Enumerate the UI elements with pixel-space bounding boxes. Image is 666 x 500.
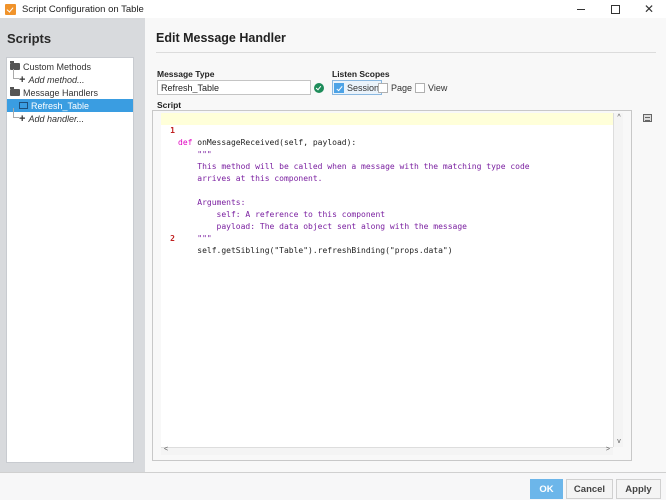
folder-icon (10, 61, 20, 70)
code-line (161, 161, 613, 173)
tree-handler-refresh-table[interactable]: Refresh_Table (7, 99, 133, 112)
code-line: """ (161, 125, 613, 159)
sidebar-title: Scripts (7, 31, 52, 46)
horizontal-scrollbar[interactable]: < > (161, 446, 613, 455)
script-label: Script (157, 100, 182, 110)
vertical-scrollbar[interactable]: ^ v (613, 113, 623, 447)
code-text: onMessageReceived(self, payload): (192, 138, 357, 147)
scroll-down-icon[interactable]: v (617, 438, 621, 445)
close-button[interactable]: ✕ (643, 2, 655, 16)
message-icon (19, 102, 28, 109)
app-icon (5, 3, 16, 15)
tree-connector (13, 69, 19, 79)
docstring-text: """ (178, 234, 212, 243)
tree-connector (13, 108, 19, 118)
editor-options-icon[interactable] (643, 114, 652, 122)
valid-check-icon (314, 83, 324, 93)
code-line: This method will be called when a messag… (161, 137, 613, 171)
tree-folder-message-handlers[interactable]: Message Handlers (7, 86, 133, 99)
checkbox-checked-icon (334, 82, 344, 93)
checkbox-icon (415, 82, 425, 93)
code-line: """ (161, 209, 613, 243)
listen-scopes-label: Listen Scopes (332, 69, 390, 79)
checkbox-label: Session (347, 82, 380, 93)
code-text: self.getSibling("Table").refreshBinding(… (178, 246, 453, 255)
tree-folder-custom-methods[interactable]: Custom Methods (7, 60, 133, 73)
scope-session-checkbox[interactable]: Session (332, 80, 383, 95)
divider (156, 52, 656, 53)
code-line: Arguments: (161, 173, 613, 207)
plus-icon: + (19, 112, 26, 125)
tree-item-label: Refresh_Table (31, 100, 90, 111)
folder-icon (10, 87, 20, 96)
scope-page-checkbox[interactable]: Page (378, 80, 412, 95)
maximize-button[interactable] (598, 0, 632, 18)
ok-button[interactable]: OK (530, 479, 563, 499)
cancel-button[interactable]: Cancel (566, 479, 613, 499)
code-line: payload: The data object sent along with… (161, 197, 613, 231)
docstring-text: """ (178, 150, 212, 159)
title-bar: Script Configuration on Table ✕ (0, 0, 666, 18)
code-line: 1 def onMessageReceived(self, payload): (161, 113, 613, 147)
script-editor[interactable]: 1 def onMessageReceived(self, payload): … (161, 113, 623, 447)
line-number: 2 (170, 234, 175, 243)
line-number: 1 (170, 126, 175, 135)
window-title: Script Configuration on Table (22, 3, 144, 15)
code-line: arrives at this component. (161, 149, 613, 183)
tree-item-label: Custom Methods (23, 61, 92, 72)
tree-add-handler[interactable]: + Add handler... (7, 108, 133, 125)
dialog-footer: OK Cancel Apply (0, 472, 666, 500)
scripts-tree: Custom Methods + Add method... Message H… (6, 57, 134, 463)
code-line: 2 self.getSibling("Table").refreshBindin… (161, 221, 613, 255)
scope-view-checkbox[interactable]: View (415, 80, 447, 95)
docstring-text: self: A reference to this component (178, 210, 386, 219)
tree-item-label: Add handler... (28, 113, 85, 124)
message-type-input[interactable] (157, 80, 311, 95)
code-area[interactable]: 1 def onMessageReceived(self, payload): … (161, 113, 613, 255)
scroll-left-icon[interactable]: < (164, 446, 169, 453)
code-line: self: A reference to this component (161, 185, 613, 219)
docstring-text: payload: The data object sent along with… (178, 222, 467, 231)
tree-add-method[interactable]: + Add method... (7, 69, 133, 86)
keyword: def (178, 138, 193, 147)
edit-panel: Edit Message Handler Message Type Listen… (145, 18, 666, 472)
docstring-text: This method will be called when a messag… (178, 162, 530, 171)
docstring-text: Arguments: (178, 198, 246, 207)
checkbox-icon (378, 82, 388, 93)
scroll-right-icon[interactable]: > (605, 446, 610, 453)
minimize-button[interactable] (564, 0, 598, 18)
plus-icon: + (19, 73, 26, 86)
script-editor-frame: 1 def onMessageReceived(self, payload): … (152, 110, 632, 461)
scroll-up-icon[interactable]: ^ (617, 114, 621, 121)
scripts-sidebar: Scripts Custom Methods + Add method... M… (0, 18, 145, 472)
tree-item-label: Message Handlers (23, 87, 99, 98)
docstring-text: arrives at this component. (178, 174, 323, 183)
message-type-label: Message Type (157, 69, 215, 79)
tree-item-label: Add method... (28, 74, 85, 85)
checkbox-label: Page (391, 82, 413, 93)
window-controls: ✕ (564, 0, 666, 18)
apply-button[interactable]: Apply (616, 479, 661, 499)
page-title: Edit Message Handler (156, 31, 286, 45)
checkbox-label: View (428, 82, 448, 93)
